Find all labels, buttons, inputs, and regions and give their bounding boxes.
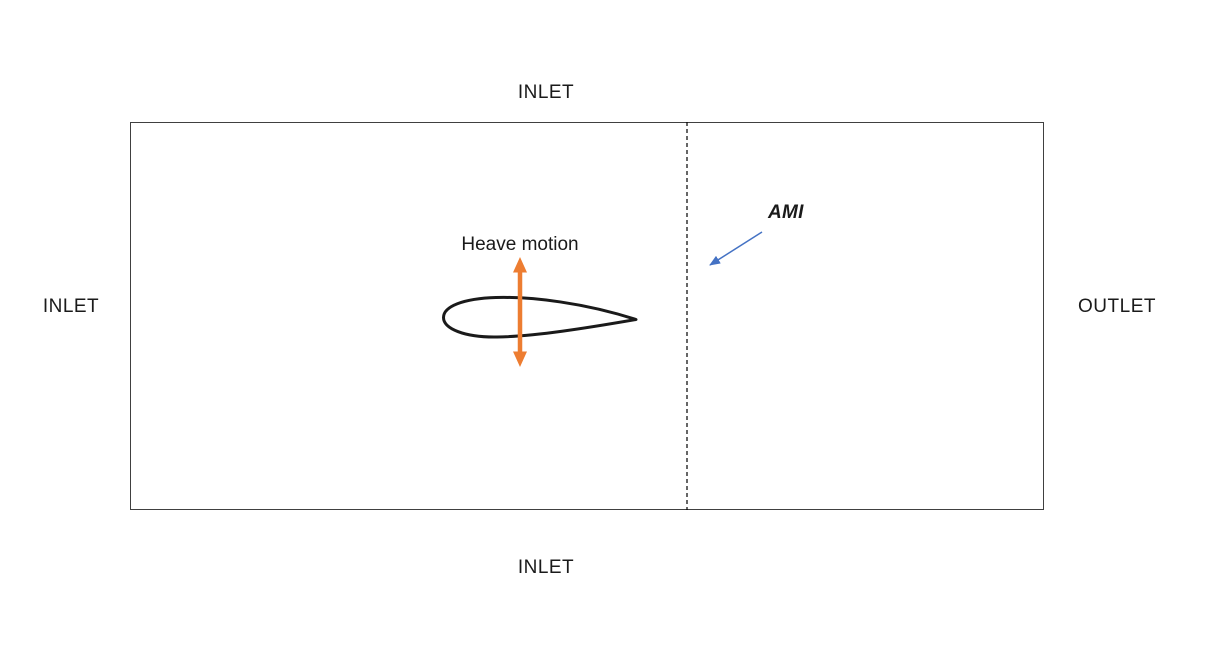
inlet-label-top: INLET — [517, 82, 575, 103]
heave-motion-label: Heave motion — [461, 234, 579, 255]
outlet-label-right: OUTLET — [1078, 296, 1156, 317]
domain-boundary-rectangle — [130, 122, 1044, 510]
ami-label: AMI — [768, 202, 804, 223]
inlet-label-left: INLET — [42, 296, 100, 317]
inlet-label-bottom: INLET — [517, 557, 575, 578]
